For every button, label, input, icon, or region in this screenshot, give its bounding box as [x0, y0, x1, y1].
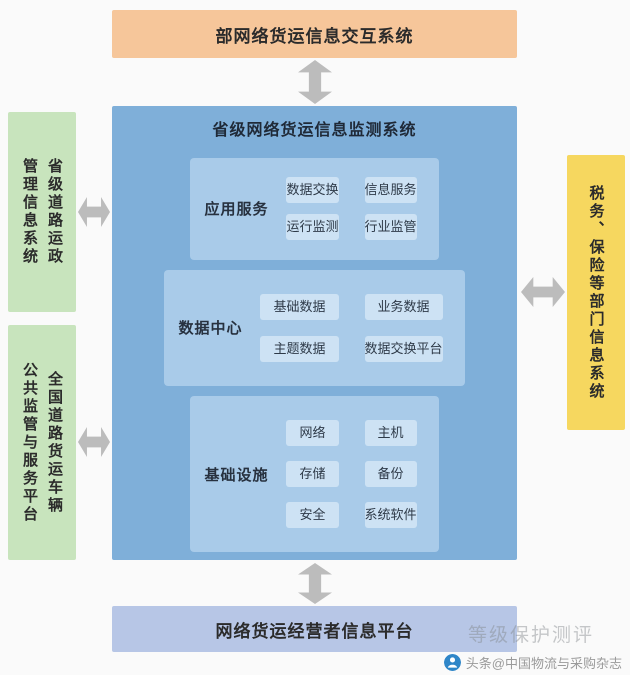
module-chip-info-service: 信息服务: [364, 177, 417, 204]
arrow-left1-to-center: [78, 197, 110, 227]
section-infrastructure-label: 基础设施: [204, 466, 269, 484]
faint-watermark-text: 等级保护测评: [468, 625, 595, 646]
module-chip-host: 主机: [364, 419, 417, 446]
section-infrastructure: 基础设施 网络 主机 存储 备份 安全 系统软件: [190, 396, 439, 552]
arrow-left2-to-center: [78, 427, 110, 457]
ministry-exchange-system-label: 部网络货运信息交互系统: [215, 26, 414, 46]
credit-text: 头条@中国物流与采购杂志: [465, 656, 622, 671]
national-freight-vehicle-platform-line-2: 公共监管与服务平台: [21, 361, 38, 524]
module-chip-storage: 存储: [286, 461, 339, 488]
credit-logo-icon: [443, 654, 461, 671]
section-application-services-grid: 数据交换 信息服务 运行监测 行业监管: [282, 158, 438, 260]
arrow-center-to-right: [521, 277, 565, 307]
module-chip-security: 安全: [286, 502, 339, 529]
module-chip-basic-data: 基础数据: [260, 293, 339, 320]
module-chip-backup: 备份: [364, 461, 417, 488]
road-transport-admin-mis-line-1: 省级道路运政: [46, 158, 63, 266]
ministry-exchange-system-box: 部网络货运信息交互系统: [112, 10, 517, 58]
section-infrastructure-grid: 网络 主机 存储 备份 安全 系统软件: [282, 396, 438, 552]
section-application-services: 应用服务 数据交换 信息服务 运行监测 行业监管: [190, 158, 439, 260]
provincial-monitoring-system-title: 省级网络货运信息监测系统: [212, 122, 417, 139]
national-freight-vehicle-platform-line-1: 全国道路货运车辆: [46, 370, 63, 515]
section-data-center-label: 数据中心: [178, 320, 243, 338]
module-chip-operation-monitoring: 运行监测: [286, 214, 339, 241]
section-data-center: 数据中心 基础数据 业务数据 主题数据 数据交换平台: [164, 269, 465, 387]
section-application-services-label: 应用服务: [204, 201, 269, 219]
arrow-center-to-bottom: [298, 563, 332, 604]
provincial-monitoring-system-box: 省级网络货运信息监测系统 应用服务 数据交换 信息服务 运行监测 行业监管 数据…: [112, 106, 517, 560]
module-chip-network: 网络: [286, 419, 339, 446]
module-chip-business-data: 业务数据: [364, 293, 443, 320]
road-transport-admin-mis-box: 省级道路运政 管理信息系统: [8, 112, 76, 312]
module-chip-data-exchange-platform: 数据交换平台: [364, 335, 443, 362]
module-chip-topic-data: 主题数据: [260, 335, 339, 362]
section-data-center-grid: 基础数据 业务数据 主题数据 数据交换平台: [256, 270, 464, 386]
freight-operator-platform-label: 网络货运经营者信息平台: [215, 621, 414, 641]
tax-insurance-dept-systems-line: 税务、保险等部门信息系统: [587, 184, 605, 401]
module-chip-industry-supervision: 行业监管: [364, 214, 417, 241]
module-chip-system-software: 系统软件: [364, 502, 417, 529]
road-transport-admin-mis-line-2: 管理信息系统: [21, 158, 38, 266]
arrow-top-to-center: [298, 60, 332, 104]
module-chip-data-exchange: 数据交换: [286, 177, 339, 204]
tax-insurance-dept-systems-box: 税务、保险等部门信息系统: [567, 155, 625, 430]
credit-line: 头条@中国物流与采购杂志: [443, 653, 622, 672]
freight-operator-platform-box: 网络货运经营者信息平台: [112, 606, 517, 652]
national-freight-vehicle-platform-box: 全国道路货运车辆 公共监管与服务平台: [8, 325, 76, 560]
